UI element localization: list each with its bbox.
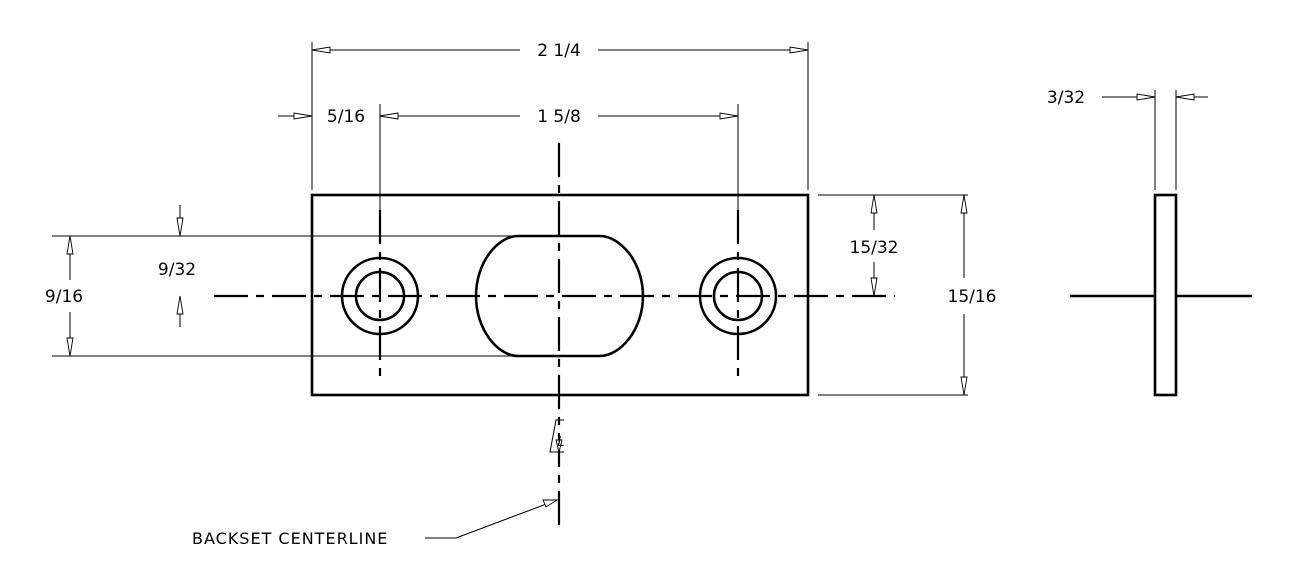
dim-thickness xyxy=(1102,90,1208,190)
centerline-symbol xyxy=(549,419,564,453)
label-center-to-edge: 15/32 xyxy=(850,238,899,258)
backset-leader xyxy=(425,499,559,539)
center-slot xyxy=(474,234,645,358)
dim-center-to-edge xyxy=(818,194,968,297)
label-overall-height: 15/16 xyxy=(948,287,997,307)
label-hole-offset: 9/32 xyxy=(158,260,196,280)
label-edge-to-hole: 5/16 xyxy=(327,107,365,127)
centerline-symbol-letter: L xyxy=(557,435,564,450)
label-slot-height: 9/16 xyxy=(45,287,83,307)
dim-hole-offset xyxy=(176,205,184,327)
dim-overall-height xyxy=(818,194,968,396)
side-view-plate xyxy=(1153,193,1178,397)
dim-hole-to-hole xyxy=(379,104,739,212)
label-hole-to-hole: 1 5/8 xyxy=(537,107,581,127)
label-overall-width: 2 1/4 xyxy=(537,41,581,61)
dim-slot-height xyxy=(52,235,512,357)
label-thickness: 3/32 xyxy=(1047,88,1085,108)
backset-centerline-note: BACKSET CENTERLINE xyxy=(192,529,388,548)
